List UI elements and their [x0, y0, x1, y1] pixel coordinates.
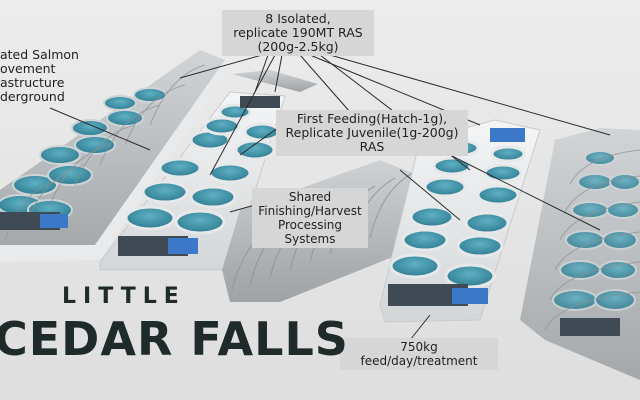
first-feeding-line-1: First Feeding(Hatch-1g), — [296, 111, 448, 126]
finishing-line-3: Processing Systems — [277, 218, 343, 246]
first-feeding-line-3: RAS — [359, 139, 385, 154]
salmon-movement-label: ated Salmon ovement astructure derground — [0, 48, 80, 104]
first-feeding-callout: First Feeding(Hatch-1g), Replicate Juven… — [276, 110, 468, 156]
isolated-ras-line-2: replicate 190MT RAS — [233, 25, 363, 40]
leader-lines — [49, 54, 611, 341]
salmon-movement-line-3: astructure — [0, 75, 65, 90]
juvenile-ras-slab-right — [379, 119, 541, 323]
brand-cedar-falls: CEDAR FALLS — [0, 312, 349, 366]
isolated-ras-line-1: 8 Isolated, — [265, 11, 331, 26]
salmon-movement-line-2: ovement — [0, 61, 56, 76]
salmon-movement-line-4: derground — [0, 89, 65, 104]
brand-little: LITTLE — [62, 284, 186, 309]
isolated-ras-callout: 8 Isolated, replicate 190MT RAS (200g-2.… — [222, 10, 374, 56]
salmon-movement-line-1: ated Salmon — [0, 47, 79, 62]
feed-callout: 750kg feed/day/treatment — [340, 338, 498, 370]
first-feeding-line-2: Replicate Juvenile(1g-200g) — [285, 125, 459, 140]
finishing-line-2: Finishing/Harvest — [258, 204, 362, 218]
right-greenhouse — [520, 128, 640, 380]
hatchery-greenhouse — [232, 70, 318, 92]
finishing-line-1: Shared — [288, 190, 332, 204]
isolated-ras-line-3: (200g-2.5kg) — [257, 39, 339, 54]
finishing-callout: Shared Finishing/Harvest Processing Syst… — [252, 188, 368, 248]
feed-text: 750kg feed/day/treatment — [360, 340, 478, 368]
left-greenhouse — [0, 50, 232, 262]
